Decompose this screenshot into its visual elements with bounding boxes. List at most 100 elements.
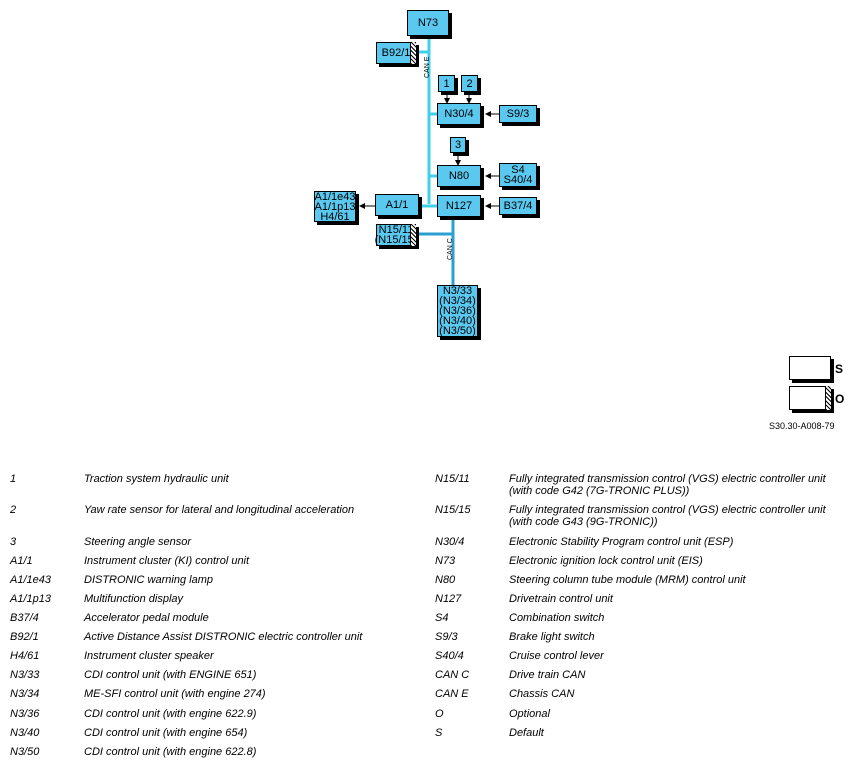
legend-row: CAN C Drive train CAN: [435, 669, 853, 695]
legend-row: N3/36 CDI control unit (with engine 622.9…: [10, 708, 430, 734]
legend-code: S9/3: [435, 631, 458, 643]
legend-code: N3/33: [10, 669, 40, 681]
legend-row: N30/4 Electronic Stability Program contro…: [435, 536, 853, 562]
legend-row: 3 Steering angle sensor: [10, 536, 430, 562]
node-n3-34-label: (N3/34): [439, 295, 476, 307]
node-n3-40-label: (N3/40): [439, 315, 476, 327]
legend-row: S40/4 Cruise control lever: [435, 650, 853, 676]
network-diagram: [359, 36, 499, 285]
legend-description: ME-SFI control unit (with engine 274): [84, 688, 266, 700]
legend-code: B37/4: [10, 612, 39, 624]
legend-row: S Default: [435, 727, 853, 753]
node-s4-label: S4: [511, 164, 525, 176]
node-n3-group: N3/33 (N3/34) (N3/36) (N3/40) (N3/50): [437, 285, 478, 337]
node-a1-1p13-label: A1/1p13: [314, 200, 356, 213]
node-n30-4: N30/4: [437, 103, 481, 125]
legend-description: Electronic Stability Program control uni…: [509, 536, 734, 548]
legend-code: CAN E: [435, 688, 469, 700]
legend-code: N15/15: [435, 504, 471, 516]
legend-code: 2: [10, 504, 17, 516]
legend-code: A1/1e43: [10, 574, 51, 586]
legend-description: Accelerator pedal module: [84, 612, 209, 624]
node-1: 1: [438, 75, 455, 92]
node-n73-label: N73: [417, 17, 439, 29]
legend-row: B37/4 Accelerator pedal module: [10, 612, 430, 638]
node-1-label: 1: [443, 77, 450, 90]
legend-description: Brake light switch: [509, 631, 595, 643]
legend-row: N3/33 CDI control unit (with ENGINE 651): [10, 669, 430, 695]
legend-code: 1: [10, 473, 17, 485]
legend-code: N30/4: [435, 536, 465, 548]
node-n73: N73: [407, 10, 449, 36]
legend-code: 3: [10, 536, 17, 548]
legend-optional-letter: O: [835, 392, 845, 406]
legend-description: CDI control unit (with ENGINE 651): [84, 669, 257, 681]
legend-code: O: [435, 708, 444, 720]
node-s40-4-label: S40/4: [503, 174, 533, 186]
legend-description: DISTRONIC warning lamp: [84, 574, 213, 586]
legend-code: N3/50: [10, 746, 40, 758]
node-n80-label: N80: [448, 170, 470, 182]
legend-description: Yaw rate sensor for lateral and longitud…: [84, 504, 355, 516]
legend-description: Drive train CAN: [509, 669, 586, 681]
legend-code: N3/40: [10, 727, 40, 739]
node-3: 3: [450, 137, 466, 153]
node-n127: N127: [437, 195, 481, 217]
legend-row: N15/11 Fully integrated transmission cont…: [435, 473, 853, 499]
node-s9-3: S9/3: [499, 105, 537, 123]
node-2: 2: [461, 75, 478, 92]
legend-row: O Optional: [435, 708, 853, 734]
legend-row: N15/15 Fully integrated transmission cont…: [435, 504, 853, 530]
legend-description: Steering angle sensor: [84, 536, 192, 548]
legend-standard-box: [789, 356, 831, 380]
node-n3-33-label: N3/33: [442, 285, 473, 297]
legend-description: Chassis CAN: [509, 688, 575, 700]
legend-description: Optional: [509, 708, 550, 720]
legend-code: S: [435, 727, 443, 739]
legend-description: Drivetrain control unit: [509, 593, 613, 605]
legend-description: Instrument cluster (KI) control unit: [84, 555, 250, 567]
legend-code: H4/61: [10, 650, 40, 662]
legend-code: A1/1p13: [10, 593, 51, 605]
legend-code: B92/1: [10, 631, 39, 643]
legend-row: N127 Drivetrain control unit: [435, 593, 853, 619]
legend-description: Cruise control lever: [509, 650, 604, 662]
figure-reference: S30.30-A008-79: [769, 421, 835, 431]
node-n15-group: N15/11 (N15/15): [374, 224, 418, 246]
node-n15-15-label: (N15/15): [374, 234, 418, 246]
legend-row: N73 Electronic ignition lock control unit…: [435, 555, 853, 581]
legend-code: N73: [435, 555, 456, 567]
legend-description: Default: [509, 727, 544, 739]
legend-description: Fully integrated transmission control (V…: [509, 473, 826, 497]
legend-code: N127: [435, 593, 462, 605]
legend-code: S40/4: [435, 650, 464, 662]
node-b37-4: B37/4: [499, 197, 537, 215]
node-n3-36-label: (N3/36): [439, 305, 476, 317]
legend-description: Electronic ignition lock control unit (E…: [509, 555, 703, 567]
legend-description: CDI control unit (with engine 622.8): [84, 746, 257, 758]
legend-description: Traction system hydraulic unit: [84, 473, 229, 485]
node-3-label: 3: [454, 139, 462, 151]
legend-code: S4: [435, 612, 449, 624]
legend-description: CDI control unit (with engine 622.9): [84, 708, 257, 720]
node-a1-1e43-label: A1/1e43: [314, 190, 356, 203]
legend-row: A1/1p13 Multifunction display: [10, 593, 430, 619]
legend-code: N3/36: [10, 708, 40, 720]
legend-row: A1/1e43 DISTRONIC warning lamp: [10, 574, 430, 600]
legend-code: CAN C: [435, 669, 470, 681]
legend-row: S9/3 Brake light switch: [435, 631, 853, 657]
legend-description: Fully integrated transmission control (V…: [509, 504, 826, 528]
node-n15-11-label: N15/11: [378, 224, 414, 236]
legend-description: Steering column tube module (MRM) contro…: [509, 574, 746, 586]
legend-optional-box: [789, 386, 831, 410]
legend-code: A1/1: [10, 555, 33, 567]
legend-standard-letter: S: [835, 362, 844, 376]
node-n30-4-label: N30/4: [444, 108, 474, 120]
legend-code: N15/11: [435, 473, 470, 485]
legend-description: Multifunction display: [84, 593, 184, 605]
legend-code: N3/34: [10, 688, 40, 700]
node-n80: N80: [437, 165, 481, 187]
